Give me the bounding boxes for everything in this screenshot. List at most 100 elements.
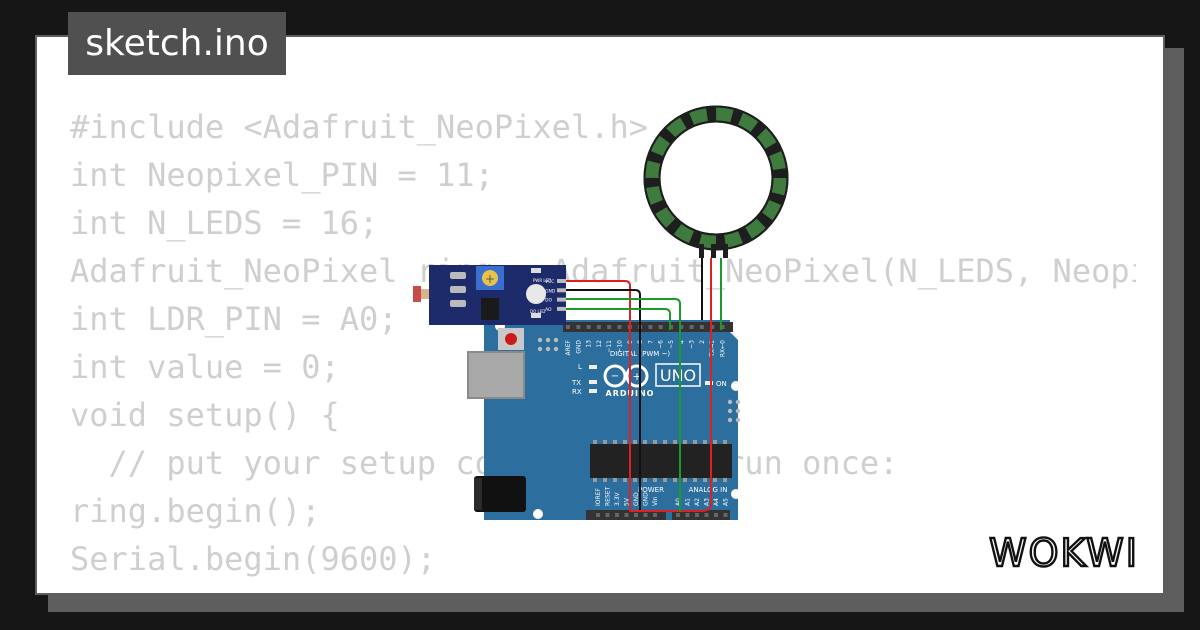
header-hole[interactable] [643, 513, 648, 517]
header-hole[interactable] [615, 513, 619, 517]
header-hole[interactable] [714, 513, 718, 517]
code-line: int value = 0; [70, 348, 340, 386]
wire-ao [566, 298, 681, 512]
header-hole[interactable] [720, 325, 725, 329]
power-jack [474, 476, 526, 512]
digital-pin-label: ~3 [689, 340, 696, 349]
header-hole[interactable] [624, 513, 629, 517]
code-line: int LDR_PIN = A0; [70, 300, 398, 338]
led-label-rx: RX [572, 388, 582, 396]
chip-pin [603, 478, 607, 482]
chip-pin [703, 440, 707, 444]
svg-text:+: + [632, 370, 641, 383]
header-hole[interactable] [596, 513, 600, 517]
svg-text:−: − [611, 371, 619, 382]
code-line: void setup() { [70, 396, 340, 434]
do-led-label: DO LED [530, 309, 545, 314]
wire-do [566, 308, 671, 330]
header-hole[interactable] [607, 325, 612, 329]
code-line: int Neopixel_PIN = 11; [70, 156, 494, 194]
ldr-pin[interactable] [557, 297, 566, 302]
chip-pin [683, 440, 687, 444]
indicator-led [526, 284, 546, 304]
digital-pin-label: TX→1 [709, 340, 716, 358]
header-hole[interactable] [679, 325, 684, 329]
analog-pin-label: A3 [704, 498, 711, 506]
microcontroller-chip [590, 444, 732, 478]
led-label-tx: TX [571, 379, 581, 387]
power-header-label: POWER [638, 486, 664, 494]
neopixel-ring[interactable] [643, 105, 789, 259]
header-hole[interactable] [685, 513, 690, 517]
header-hole[interactable] [699, 325, 704, 329]
header-hole[interactable] [648, 325, 653, 329]
header-hole[interactable] [704, 513, 709, 517]
ldr-pin-label: GND [545, 288, 556, 294]
ldr-pin[interactable] [557, 279, 566, 283]
header-hole[interactable] [653, 513, 657, 517]
digital-pin-label: GND [575, 340, 582, 354]
digital-pin-label: 2 [699, 340, 706, 344]
chip-pin [673, 478, 677, 482]
pwr-led-label: PWR LED [533, 278, 551, 283]
comparator-chip [481, 298, 499, 320]
header-hole[interactable] [605, 513, 610, 517]
wires [566, 258, 722, 512]
digital-pin-label: 13 [586, 340, 593, 348]
chip-pin [603, 440, 607, 444]
header-hole[interactable] [617, 325, 622, 329]
led-label-l: L [578, 363, 582, 371]
ldr-pin[interactable] [557, 288, 566, 293]
board-model: UNO [660, 366, 696, 385]
analog-pin-label: A0 [675, 498, 682, 506]
digital-pin-label: 12 [596, 340, 603, 348]
preview-card: #include <Adafruit_NeoPixel.h>int Neopix… [35, 35, 1165, 595]
chip-pin [653, 440, 657, 444]
header-hole[interactable] [710, 325, 715, 329]
analog-header-label: ANALOG IN [689, 486, 728, 494]
ldr-pin-label: AO [545, 307, 552, 313]
chip-pin [663, 440, 667, 444]
chip-pin [643, 440, 647, 444]
header-hole[interactable] [676, 513, 680, 517]
chip-pin [693, 440, 697, 444]
digital-pin-label: ~11 [606, 340, 613, 353]
digital-pin-label: 7 [647, 340, 654, 344]
digital-pin-label: 4 [678, 340, 685, 344]
code-line: } [70, 583, 1136, 593]
digital-pin-label: ~10 [617, 340, 624, 353]
chip-pin [673, 440, 677, 444]
header-hole[interactable] [566, 325, 570, 329]
header-hole[interactable] [658, 325, 663, 329]
wokwi-logo-text: WOKWI [989, 532, 1139, 574]
wire-vcc [566, 258, 712, 512]
header-hole[interactable] [723, 513, 728, 517]
header-hole[interactable] [576, 325, 581, 329]
header-hole[interactable] [695, 513, 699, 517]
chip-pin [613, 440, 617, 444]
header-hole[interactable] [634, 513, 638, 517]
digital-pin-label: ~6 [658, 340, 665, 349]
chip-pin [653, 478, 657, 482]
code-line: ring.begin(); [70, 492, 321, 530]
analog-pin-label: A4 [713, 498, 720, 506]
chip-pin [633, 440, 637, 444]
header-hole[interactable] [689, 325, 694, 329]
digital-pin-label: AREF [565, 339, 572, 355]
chip-pin [623, 440, 627, 444]
ldr-pin[interactable] [557, 306, 566, 311]
sketch-title[interactable]: sketch.ino [68, 12, 286, 75]
header-hole[interactable] [586, 325, 591, 329]
analog-pin-label: A2 [694, 498, 701, 506]
wokwi-logo[interactable]: WOKWI [978, 532, 1150, 574]
arduino-logo: − + [603, 364, 649, 388]
chip-pin [593, 478, 597, 482]
header-hole[interactable] [596, 325, 601, 329]
chip-pin [633, 478, 637, 482]
chip-pin [723, 440, 727, 444]
power-pin-label: RESET [605, 486, 612, 506]
ldr-pin-label: DO [545, 298, 552, 304]
